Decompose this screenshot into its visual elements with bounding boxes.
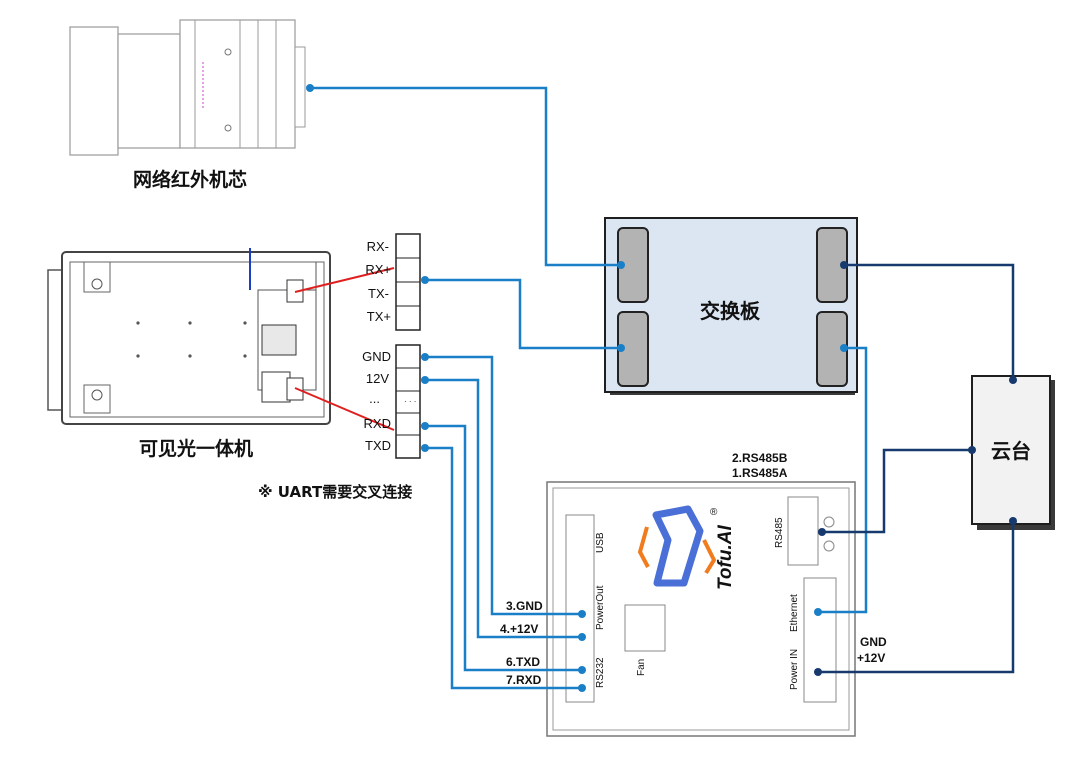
visible-camera	[47, 248, 331, 425]
port-ethernet: Ethernet	[789, 594, 800, 632]
brand-registered: ®	[710, 507, 718, 518]
pointer-line-rs485	[294, 267, 395, 293]
wire-label-rxd: 7.RXD	[506, 673, 542, 687]
pin-tx-minus: TX-	[368, 286, 389, 301]
pin-gnd: GND	[362, 349, 391, 364]
ir-core-label: 网络红外机芯	[133, 168, 247, 191]
pointer-line-uart	[294, 387, 395, 431]
connector-block-top	[395, 233, 421, 331]
brand-name: Tofu.AI	[715, 525, 736, 590]
switch-board-label: 交换板	[700, 299, 761, 323]
pin-ellipsis: ...	[369, 391, 380, 406]
power-gnd-label: GND	[860, 635, 887, 649]
pin-rx-plus: RX+	[365, 262, 391, 277]
tofu-device	[546, 481, 856, 737]
wires-dark	[818, 263, 1015, 674]
port-power-out: PowerOut	[595, 585, 606, 630]
tofu-logo	[637, 505, 717, 587]
uart-note: ※ UART需要交叉连接	[258, 483, 412, 501]
gimbal-box	[971, 375, 1055, 530]
wire-endpoints	[306, 84, 1017, 692]
connector-block-bottom	[395, 344, 421, 459]
switch-board	[604, 217, 858, 395]
pin-tx-plus: TX+	[367, 309, 391, 324]
wire-label-gnd: 3.GND	[506, 599, 543, 613]
pin-rxd: RXD	[364, 416, 391, 431]
port-rs485: RS485	[774, 517, 785, 548]
port-rs232: RS232	[595, 657, 606, 688]
power-12v-label: +12V	[857, 651, 885, 665]
visible-cam-label: 可见光一体机	[139, 437, 253, 460]
rs485-b-label: 2.RS485B	[732, 451, 788, 465]
gimbal-label: 云台	[991, 439, 1031, 463]
pin-rx-minus: RX-	[367, 239, 389, 254]
rs485-a-label: 1.RS485A	[732, 466, 788, 480]
port-power-in: Power IN	[789, 649, 800, 690]
pin-12v: 12V	[366, 371, 389, 386]
wire-label-12v: 4.+12V	[500, 622, 538, 636]
pin-txd: TXD	[365, 438, 391, 453]
wire-label-txd: 6.TXD	[506, 655, 540, 669]
wires-light	[310, 86, 868, 690]
ir-core-camera	[69, 19, 306, 156]
port-usb: USB	[595, 532, 606, 553]
connector-dots: · · ·	[404, 397, 416, 406]
port-fan: Fan	[636, 659, 647, 676]
